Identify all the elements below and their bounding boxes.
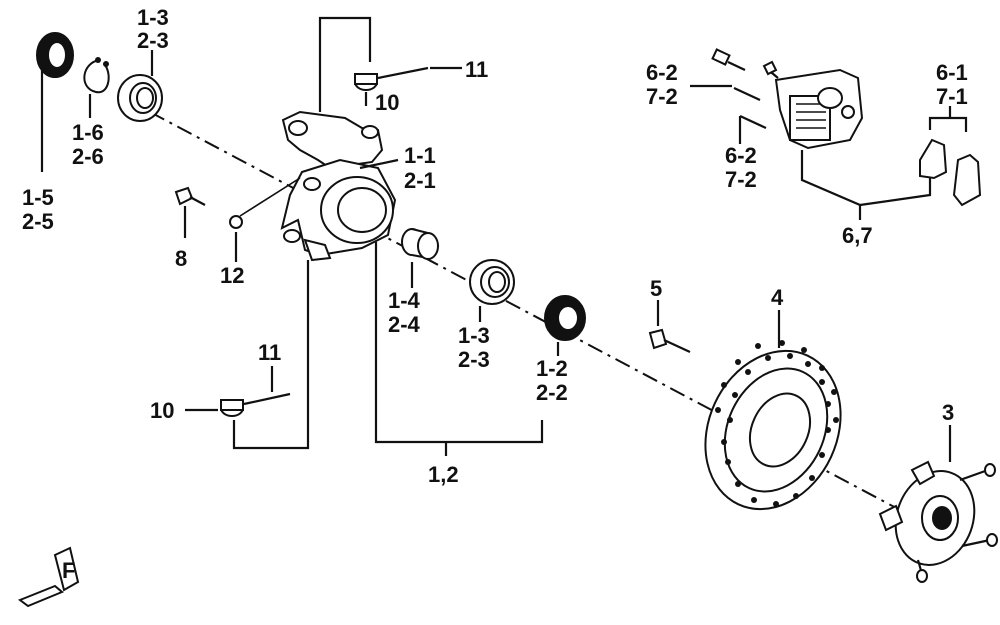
- bearing-inner: [469, 259, 515, 322]
- label-6-7: 6,7: [842, 223, 873, 248]
- label-1-1: 1-1: [404, 143, 436, 168]
- disc-bolt: [648, 300, 691, 353]
- group-bracket-1-2: [374, 242, 544, 456]
- brake-disc: [704, 310, 842, 511]
- front-indicator-label: F: [62, 558, 75, 583]
- label-2-3-top: 2-3: [137, 28, 169, 53]
- label-2-5: 2-5: [22, 209, 54, 234]
- label-3: 3: [942, 400, 954, 425]
- label-1-3-mid: 1-3: [458, 323, 490, 348]
- label-11-bottom: 11: [258, 340, 281, 365]
- label-6-2-top: 6-2: [646, 60, 678, 85]
- label-6-2-mid: 6-2: [725, 143, 757, 168]
- label-8: 8: [175, 246, 187, 271]
- label-4: 4: [771, 285, 784, 310]
- label-11-top: 11: [465, 57, 488, 82]
- label-10-top: 10: [375, 90, 399, 115]
- label-group-1-2: 1,2: [428, 462, 459, 487]
- caliper-bleeder: [711, 48, 779, 79]
- knuckle-housing: [280, 110, 397, 262]
- label-2-4: 2-4: [388, 312, 421, 337]
- oil-seal-outer: [36, 32, 74, 172]
- label-1-5: 1-5: [22, 185, 54, 210]
- oil-seal-inner: [544, 295, 586, 356]
- front-direction-icon: F: [17, 546, 80, 608]
- spacer-collar: [401, 228, 440, 288]
- label-10-bottom: 10: [150, 398, 174, 423]
- circlip: [83, 57, 110, 118]
- brake-pads: [919, 106, 982, 207]
- label-1-4: 1-4: [388, 288, 421, 313]
- bolt: [174, 186, 206, 238]
- caliper-bracket: [800, 150, 932, 220]
- label-7-2-top: 7-2: [646, 84, 678, 109]
- label-7-1: 7-1: [936, 84, 968, 109]
- wheel-hub: [878, 425, 998, 583]
- label-1-3-top: 1-3: [137, 5, 169, 30]
- caliper-pins: [690, 84, 767, 144]
- bracket-bottom-nut: [232, 260, 310, 450]
- label-2-6: 2-6: [72, 144, 104, 169]
- label-7-2-mid: 7-2: [725, 167, 757, 192]
- cotter-pin-top: [377, 66, 462, 80]
- label-2-2: 2-2: [536, 380, 568, 405]
- label-12: 12: [220, 263, 244, 288]
- label-1-6: 1-6: [72, 120, 104, 145]
- label-6-1: 6-1: [936, 60, 968, 85]
- castle-nut-bottom: [185, 399, 244, 417]
- label-2-1: 2-1: [404, 168, 436, 193]
- label-5: 5: [650, 276, 662, 301]
- cotter-pin-bottom: [243, 366, 291, 406]
- label-2-3-mid: 2-3: [458, 347, 490, 372]
- washer: [229, 177, 301, 262]
- bearing-outer: [117, 50, 163, 122]
- label-1-2: 1-2: [536, 356, 568, 381]
- bracket-top-nut: [318, 16, 372, 112]
- brake-caliper: [774, 68, 864, 150]
- castle-nut-top: [354, 73, 378, 106]
